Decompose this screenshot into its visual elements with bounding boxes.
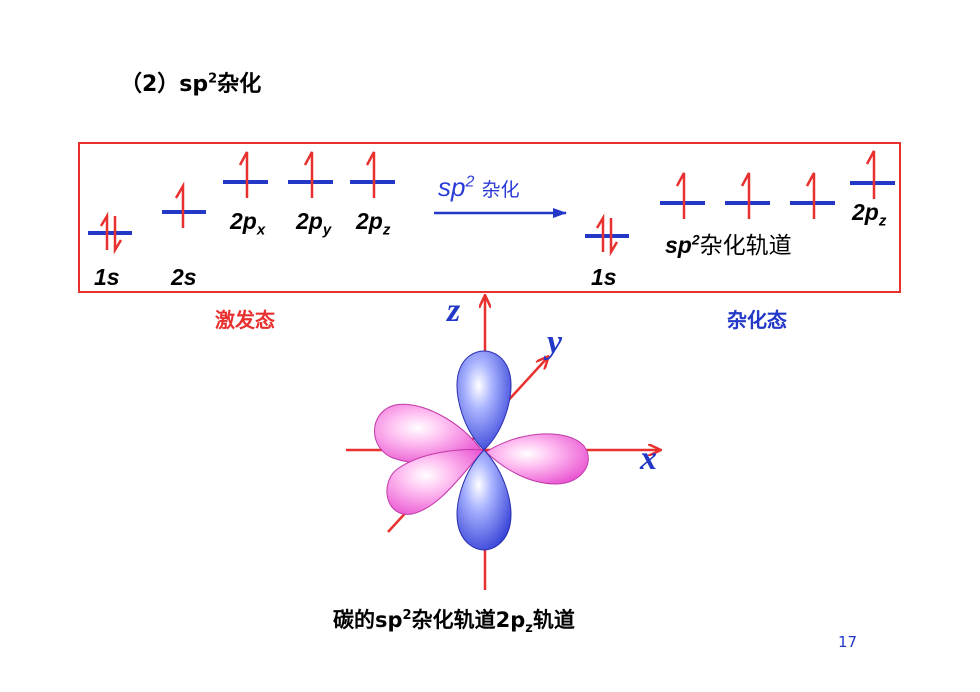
sp2-lobe-front-left [386,449,486,515]
electron-up-icon [365,151,376,198]
electron-down-icon [609,218,619,257]
electron-up-icon [238,151,249,198]
electron-up-icon [99,211,109,250]
electron-up-icon [740,172,751,219]
sp2-lobe-right [485,433,589,485]
excited-state-label: 激发态 [215,308,275,332]
page-title: （2）sp2杂化 [120,71,262,97]
pz-lobe-top [456,350,512,451]
hybridization-arrow-label: sp2 杂化 [438,172,520,202]
figure-caption: 碳的sp2杂化轨道2pz轨道 [333,608,575,637]
electron-up-icon [805,172,816,219]
electron-up-icon [303,151,314,198]
level-2py-excited [288,151,333,198]
level-sp2-3 [790,172,835,219]
level-2px-excited [223,151,268,198]
pz-lobe-bottom [456,449,512,551]
z-axis-label: z [447,292,461,329]
orbital-label-2pz-hybrid: 2pz [852,199,887,230]
y-axis-label: y [547,324,563,361]
electron-up-icon [675,172,686,219]
orbital-label-2py: 2py [296,208,332,239]
orbital-label-2s-excited: 2s [171,264,197,290]
orbital-label-2px: 2px [230,208,266,239]
sp2-orbital-label: sp2杂化轨道 [665,231,792,259]
level-sp2-2 [725,172,770,219]
orbital-diagram-frame [78,142,901,293]
orbital-label-2pz-excited: 2pz [356,208,391,239]
electron-up-icon [595,213,605,252]
level-2pz-hybrid [850,150,895,199]
level-2pz-excited [350,151,395,198]
electron-up-icon [865,150,876,199]
orbital-label-1s-hybrid: 1s [591,264,617,290]
electron-up-icon [174,181,185,228]
electron-down-icon [113,216,123,255]
page-number: 17 [838,633,858,651]
orbital-label-1s-excited: 1s [94,264,120,290]
pz-orbital [456,350,512,551]
level-1s-excited [88,211,132,255]
level-sp2-1 [660,172,705,219]
level-1s-hybrid [585,213,629,257]
x-axis-label: x [640,440,657,477]
hybrid-state-label: 杂化态 [727,308,787,332]
level-2s-excited [162,181,206,228]
sp2-lobes [374,403,589,515]
